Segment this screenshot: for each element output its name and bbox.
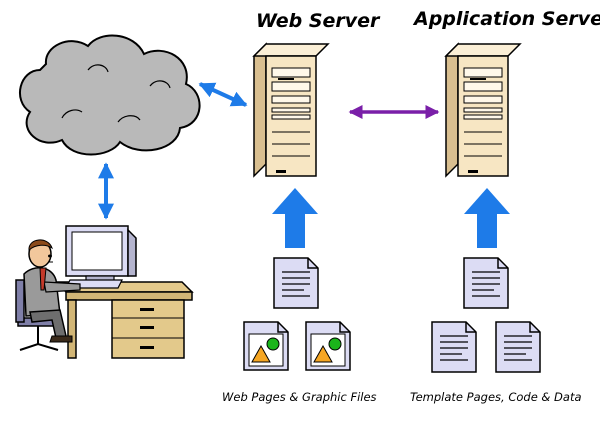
document-icon [495,321,541,373]
image-file-icon [305,321,351,371]
web-upload-arrow [272,188,318,248]
cloud-icon [19,34,201,156]
document-icon [431,321,477,373]
web-files-caption: Web Pages & Graphic Files [222,390,377,404]
web-server-icon [253,43,329,177]
app-server-icon [445,43,521,177]
document-icon [273,257,319,309]
app-upload-arrow [464,188,510,248]
cloud-web-server-arrow [198,82,248,107]
web-server-title: Web Server [256,10,380,32]
image-file-icon [243,321,289,371]
user-at-computer-icon [15,225,194,359]
app-server-title: Application Server [414,8,600,30]
app-files-caption: Template Pages, Code & Data [410,390,582,404]
document-icon [463,257,509,309]
